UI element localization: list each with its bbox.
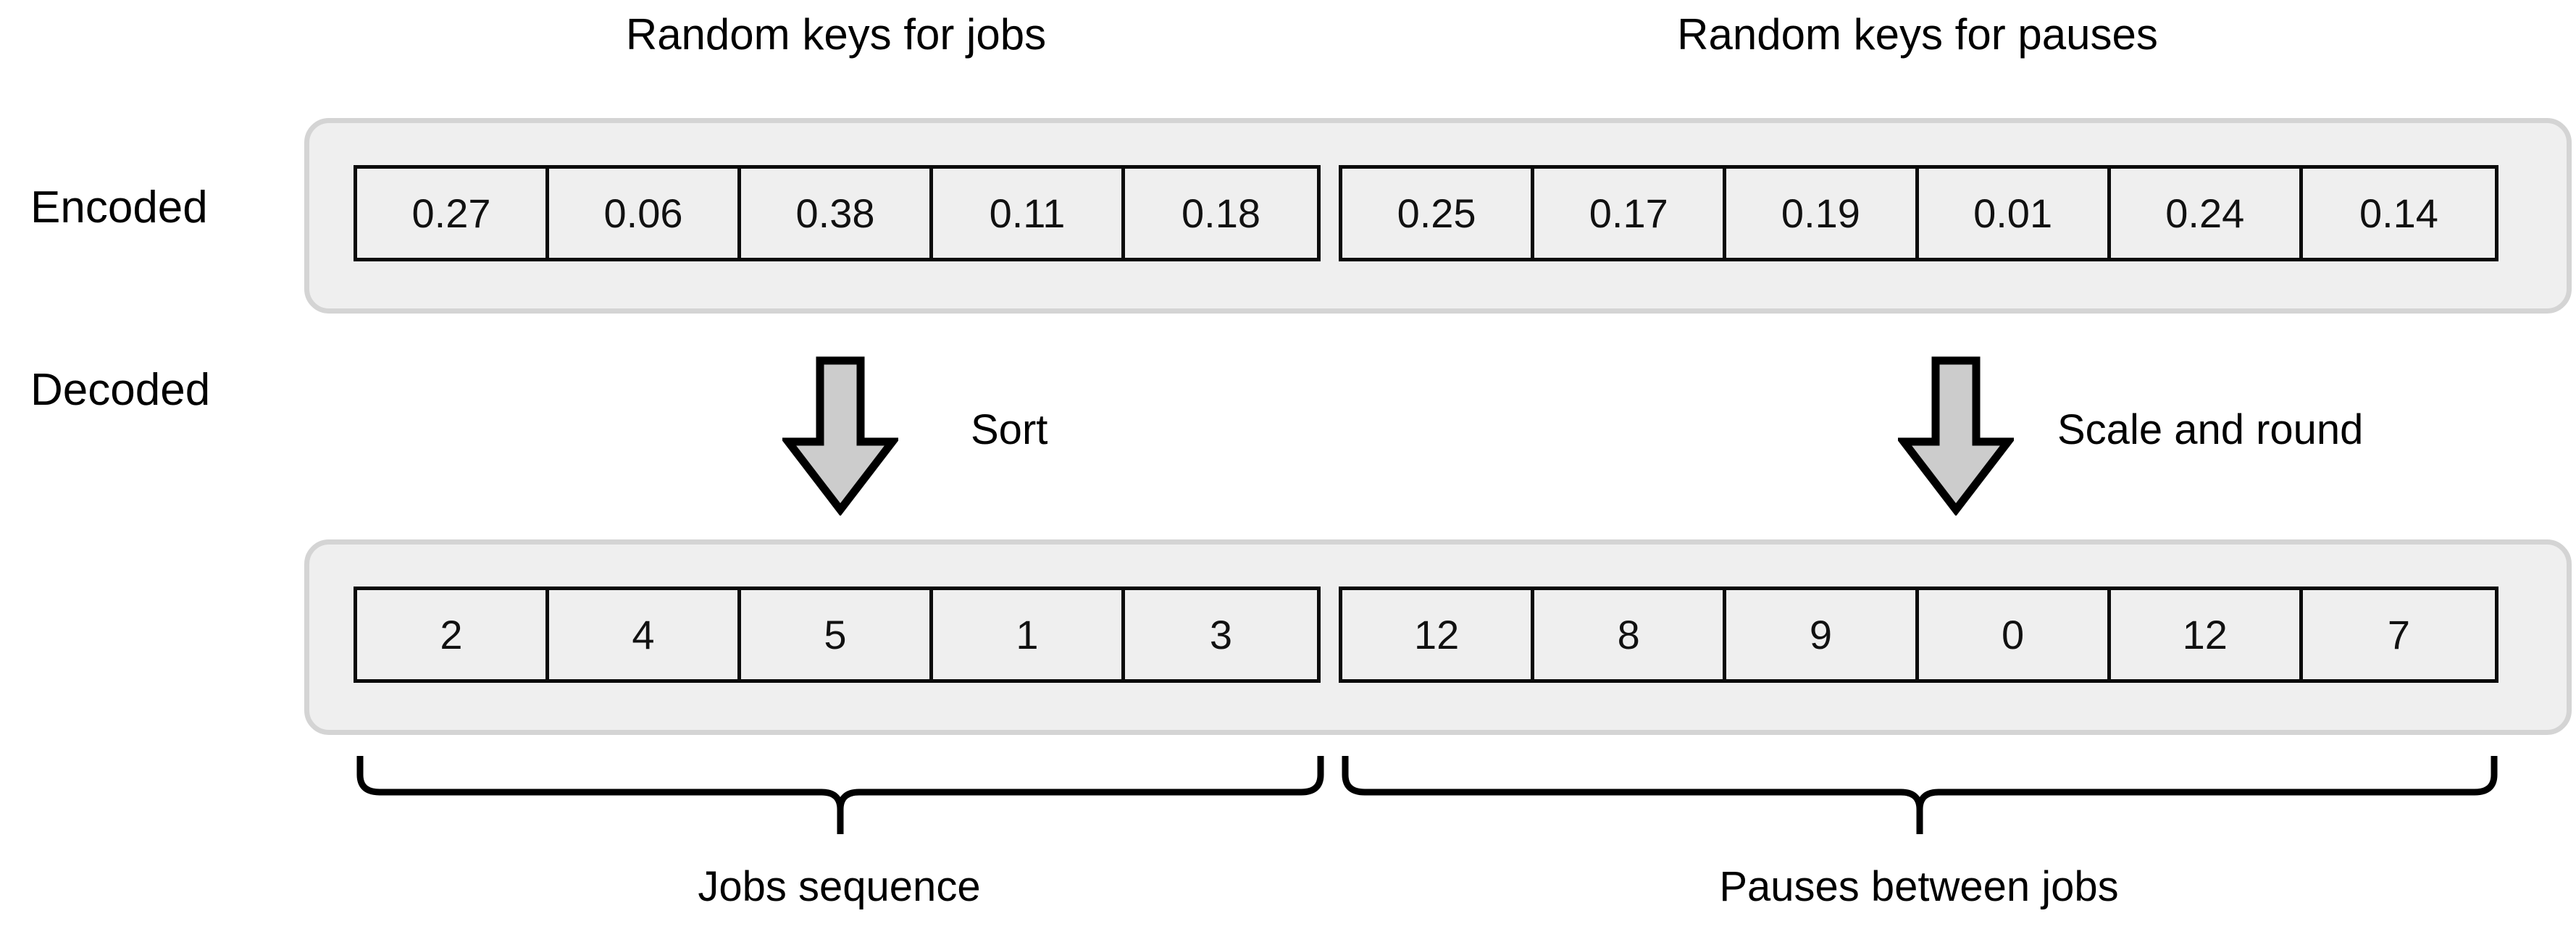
cell: 12 [2110,590,2303,679]
jobs-brace-label: Jobs sequence [698,863,981,910]
decoded-pauses-cells: 12 8 9 0 12 7 [1339,587,2498,683]
row-label-encoded: Encoded [30,182,208,232]
cell: 5 [741,590,933,679]
group-title-jobs: Random keys for jobs [625,10,1047,59]
group-title-pauses: Random keys for pauses [1677,10,2158,59]
pauses-brace-icon [1333,750,2506,848]
cell: 0 [1918,590,2111,679]
cell: 0.27 [357,169,549,258]
cell: 8 [1534,590,1727,679]
cell: 1 [933,590,1125,679]
cell: 0.11 [933,169,1125,258]
pauses-brace-label: Pauses between jobs [1719,863,2119,910]
sort-arrow-icon [779,356,901,519]
cell: 0.14 [2302,169,2496,258]
encoded-jobs-cells: 0.27 0.06 0.38 0.11 0.18 [354,165,1321,261]
sort-arrow-label: Sort [971,406,1048,453]
cell: 12 [1342,590,1535,679]
cell: 0.38 [741,169,933,258]
cell: 0.17 [1534,169,1727,258]
cell: 0.18 [1125,169,1317,258]
cell: 2 [357,590,549,679]
scale-and-round-arrow-label: Scale and round [2057,406,2364,453]
cell: 9 [1726,590,1919,679]
cell: 0.19 [1726,169,1919,258]
row-label-decoded: Decoded [30,365,211,415]
encoded-pauses-cells: 0.25 0.17 0.19 0.01 0.24 0.14 [1339,165,2498,261]
cell: 0.06 [549,169,741,258]
cell: 4 [549,590,741,679]
cell: 0.25 [1342,169,1535,258]
cell: 0.24 [2110,169,2303,258]
cell: 7 [2302,590,2496,679]
cell: 3 [1125,590,1317,679]
decoded-jobs-cells: 2 4 5 1 3 [354,587,1321,683]
jobs-brace-icon [348,750,1333,848]
scale-and-round-arrow-icon [1895,356,2017,519]
cell: 0.01 [1918,169,2111,258]
